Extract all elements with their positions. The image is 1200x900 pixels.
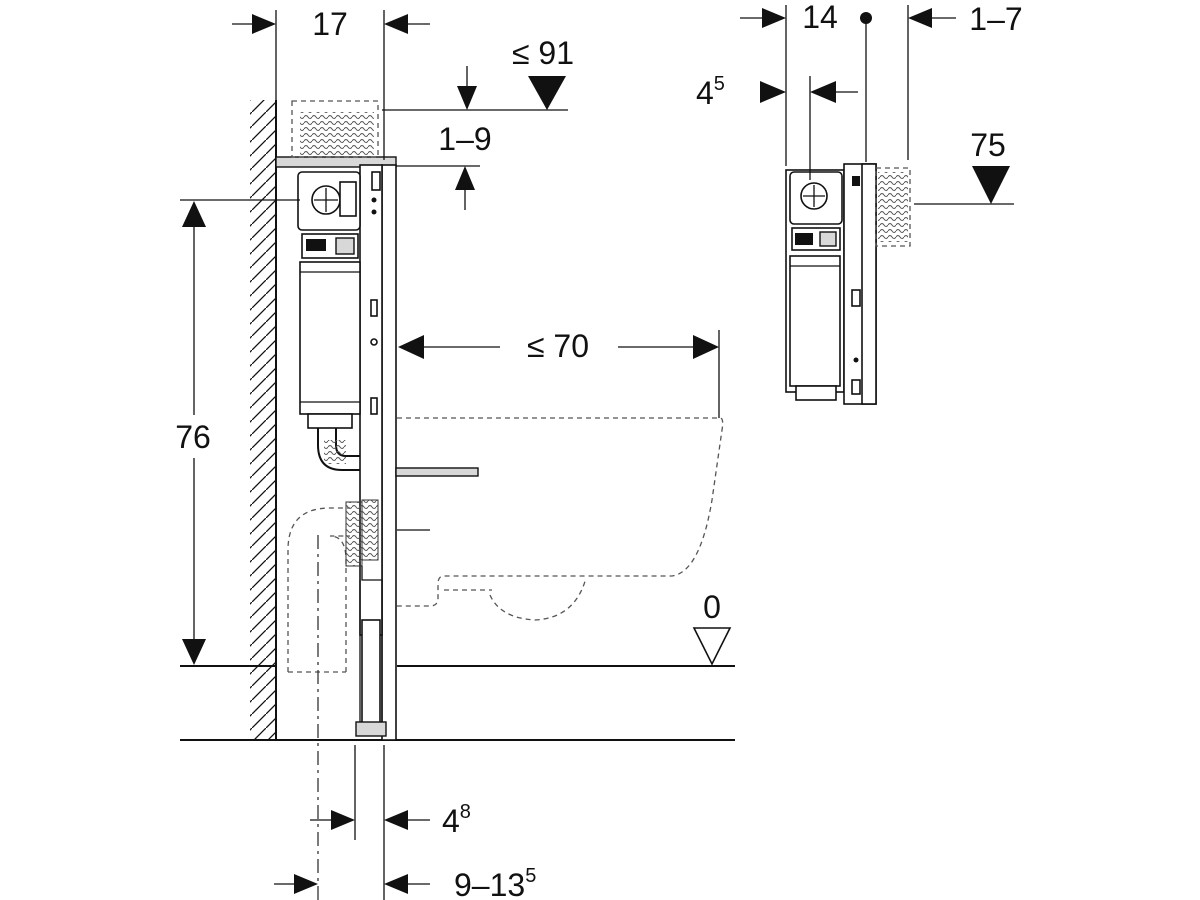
wc-support-rod (395, 467, 479, 477)
wall-hatched (250, 100, 277, 740)
dim-max-91: ≤ 91 (382, 35, 574, 111)
dim-level-75: 75 (914, 127, 1014, 205)
label-75: 75 (970, 127, 1006, 163)
dim-max-70: ≤ 70 (398, 328, 720, 418)
label-76: 76 (175, 419, 211, 455)
detail-cistern (789, 255, 841, 401)
dim-9-13-5: 9–135 (274, 865, 536, 900)
cistern (299, 261, 361, 429)
label-floor-0: 0 (703, 589, 721, 625)
label-4-8: 48 (442, 801, 471, 839)
dim-range-1-7: 1–7 (907, 1, 1023, 160)
detail-actuator-box (875, 167, 911, 247)
label-range-1-9: 1–9 (438, 121, 491, 157)
label-17: 17 (312, 6, 348, 42)
label-max-70: ≤ 70 (527, 328, 589, 364)
floor-lines (180, 665, 735, 741)
drain-pipe (287, 499, 382, 673)
label-max-91: ≤ 91 (512, 35, 574, 71)
actuator-box (291, 100, 379, 158)
label-range-1-7: 1–7 (969, 1, 1022, 37)
label-4-5: 45 (696, 73, 725, 111)
label-9-13-5: 9–135 (454, 865, 536, 900)
detail-flush-mechanism (789, 171, 843, 251)
floor-level-marker: 0 (692, 589, 732, 666)
dim-width-17: 17 (232, 6, 430, 160)
dim-4-8: 48 (310, 745, 471, 900)
dim-height-76: 76 (175, 199, 300, 665)
label-14: 14 (802, 0, 838, 35)
flush-pipe (317, 428, 360, 471)
dim-4-5: 45 (696, 73, 858, 180)
wall-hung-wc (397, 417, 724, 621)
dim-range-1-9: 1–9 (396, 121, 492, 210)
flush-mechanism (297, 171, 361, 259)
dim-width-14: 14 (740, 0, 872, 166)
